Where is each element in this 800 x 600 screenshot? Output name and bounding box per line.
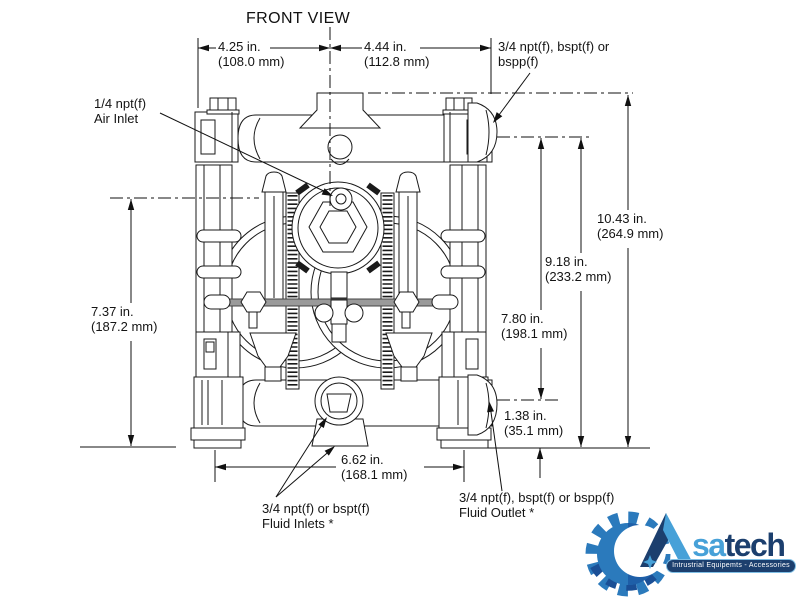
dim-width-left-in: 4.25 in. <box>218 39 261 54</box>
label-air-inlet: 1/4 npt(f) Air Inlet <box>94 96 147 127</box>
air-valve <box>291 181 385 299</box>
centerlines <box>110 27 633 401</box>
top-center-port <box>298 92 382 165</box>
asatech-logo: satech Intrustrial Equipemts - Accessori… <box>580 503 800 600</box>
brand-wordmark: satech <box>692 527 786 564</box>
brand-highlight: sa <box>692 527 726 563</box>
dim-width-left: 4.25 in. (108.0 mm) <box>218 39 284 70</box>
left-leg <box>190 331 246 449</box>
dim-width-right: 4.44 in. (112.8 mm) <box>364 39 430 70</box>
fluid-outlet-top-bulge <box>467 102 498 163</box>
bottom-center-port <box>311 376 369 447</box>
fluid-inlet-leader-2 <box>275 447 334 498</box>
dim-width-right-in: 4.44 in. <box>364 39 407 54</box>
right-tower <box>395 171 421 301</box>
brand-rest: tech <box>724 527 786 563</box>
left-funnel <box>249 332 297 382</box>
top-port-leader <box>495 72 531 120</box>
dim-outlet-offset: 1.38 in. (35.1 mm) <box>504 408 564 439</box>
center-linkage <box>314 299 364 343</box>
fluid-outlet-bottom-bulge <box>467 374 498 436</box>
pump-body <box>190 92 498 449</box>
dim-height-left: 7.37 in. (187.2 mm) <box>91 304 158 335</box>
label-fluid-outlet: 3/4 npt(f), bspt(f) or bspp(f) Fluid Out… <box>459 490 615 521</box>
arrowheads <box>127 44 632 471</box>
fluid-outlet-leader <box>489 404 503 492</box>
air-inlet-leader <box>159 112 331 195</box>
label-fluid-inlets: 3/4 npt(f) or bspt(f) Fluid Inlets * <box>262 501 370 532</box>
dim-overall-height: 10.43 in. (264.9 mm) <box>597 211 664 242</box>
logo-a-right-stroke <box>663 513 695 567</box>
dim-base-width: 6.62 in. (168.1 mm) <box>341 452 408 483</box>
logo-sparkle <box>643 555 657 569</box>
dimension-lines <box>80 27 650 498</box>
dim-outlet-span: 7.80 in. (198.1 mm) <box>501 311 568 342</box>
gear-icon <box>585 511 695 597</box>
right-funnel <box>385 332 433 382</box>
air-inlet-port <box>329 187 353 211</box>
label-top-port: 3/4 npt(f), bspt(f) or bspp(f) <box>498 39 610 70</box>
fluid-inlet-leader-1 <box>275 419 326 498</box>
dim-outlet-to-ground: 9.18 in. (233.2 mm) <box>545 254 612 285</box>
left-tower <box>261 171 287 301</box>
dim-width-right-mm: (112.8 mm) <box>364 54 430 70</box>
brand-tagline: Intrustrial Equipemts - Accessories <box>666 559 796 573</box>
top-left-block <box>194 97 240 163</box>
page-title: FRONT VIEW <box>246 10 351 27</box>
dim-width-left-mm: (108.0 mm) <box>218 54 285 70</box>
